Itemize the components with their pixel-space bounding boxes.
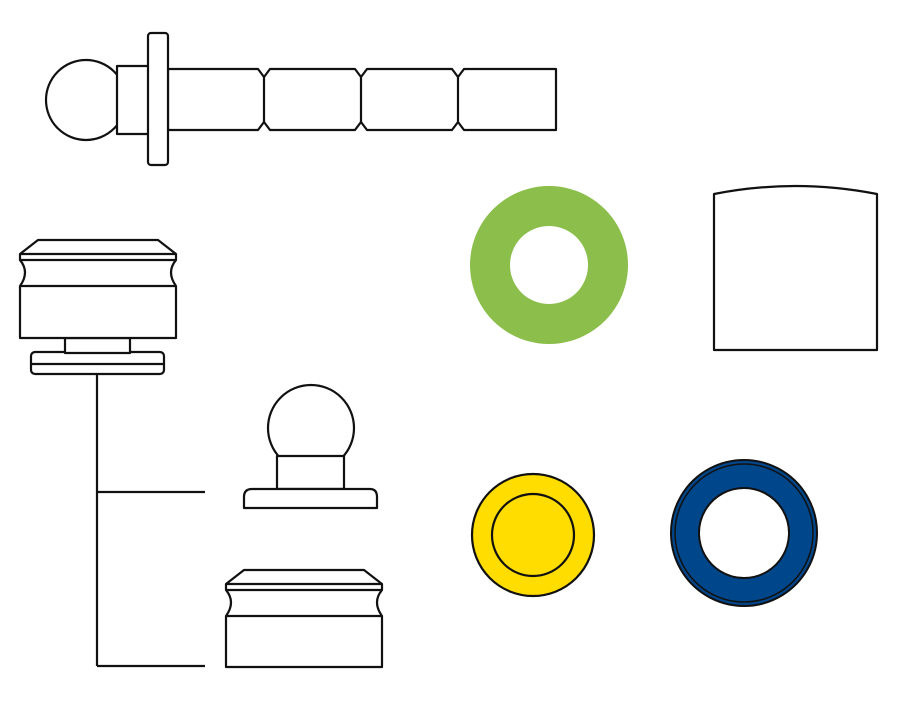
blue-ring-icon	[670, 459, 818, 607]
curved-plate-icon	[712, 184, 879, 352]
grooved-ball-pin-icon	[44, 31, 558, 167]
pin-neck	[115, 64, 153, 136]
assembly-connector	[63, 336, 132, 355]
yellow-cap-icon	[470, 472, 596, 598]
pin-ball	[44, 58, 128, 142]
green-ring	[470, 186, 629, 345]
blue-ring	[670, 459, 818, 607]
pin-flange	[146, 31, 170, 167]
leader-lines	[95, 374, 205, 668]
yellow-cap-inner	[490, 492, 576, 578]
stud-base	[242, 487, 379, 510]
ball-stud-icon	[242, 383, 379, 510]
blue-ring-inner-edge	[674, 463, 814, 603]
socket-stack-icon	[18, 238, 178, 376]
socket-cap-icon	[224, 568, 384, 669]
green-washer-icon	[470, 186, 629, 345]
stud-neck	[275, 454, 346, 491]
